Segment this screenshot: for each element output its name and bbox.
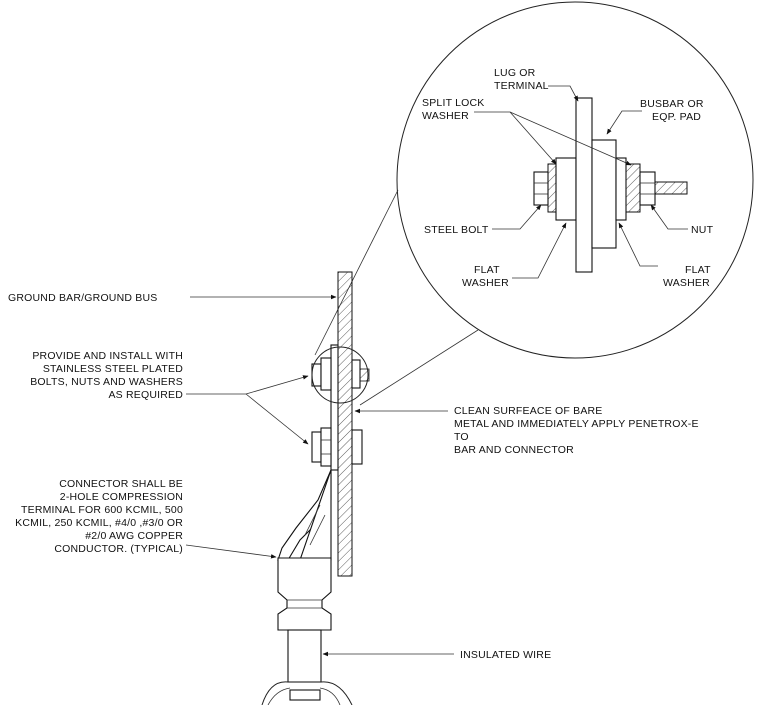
insulated-wire-shape: [287, 629, 322, 683]
lug-plate: [330, 344, 339, 471]
lower-nut-right: [351, 429, 363, 465]
label-clean-3: TO: [454, 431, 469, 443]
label-connector-4: KCMIL, 250 KCMIL, #4/0 ,#3/0 OR: [15, 517, 183, 529]
lug-terminal-shape: [575, 97, 593, 273]
busbar-shape: [591, 139, 617, 249]
split-lock-washer-left: [547, 163, 557, 213]
label-busbar-1: BUSBAR OR: [640, 98, 704, 110]
detail-label-group: LUG OR TERMINAL BUSBAR OR EQP. PAD SPLIT…: [422, 67, 714, 289]
label-flat-washer-right-2: WASHER: [663, 277, 710, 289]
label-clean-1: CLEAN SURFEACE OF BARE: [454, 405, 603, 417]
nut-shape: [639, 171, 656, 206]
label-flat-washer-right-1: FLAT: [685, 264, 711, 276]
label-provide-1: PROVIDE AND INSTALL WITH: [32, 350, 183, 362]
label-connector-2: 2-HOLE COMPRESSION: [60, 491, 183, 503]
detail-leaders: [474, 85, 688, 279]
flat-washer-left-shape: [555, 157, 577, 221]
label-split-lock-2: WASHER: [422, 110, 469, 122]
label-lug-2: TERMINAL: [494, 80, 549, 92]
label-flat-washer-left-1: FLAT: [474, 264, 500, 276]
ground-bar-shape: [337, 271, 353, 577]
lower-washer-left: [320, 427, 332, 467]
main-leaders: [185, 294, 454, 657]
connector-barrel: [277, 557, 332, 631]
label-clean-2: METAL AND IMMEDIATELY APPLY PENETROX-E: [454, 418, 699, 430]
label-provide-4: AS REQUIRED: [108, 389, 183, 401]
callout-line-upper: [314, 189, 399, 356]
upper-bolt-end: [359, 368, 370, 382]
label-connector-5: #2/0 AWG COPPER: [85, 530, 183, 542]
label-insulated-wire: INSULATED WIRE: [460, 649, 551, 661]
label-connector-6: CONDUCTOR. (TYPICAL): [54, 543, 183, 555]
label-steel-bolt: STEEL BOLT: [424, 224, 489, 236]
detail-circle: [396, 1, 754, 359]
label-connector-1: CONNECTOR SHALL BE: [59, 478, 183, 490]
detail-bubble: [314, 1, 754, 406]
upper-washer-left: [320, 357, 332, 391]
wire-bend: [261, 681, 353, 705]
label-connector-3: TERMINAL FOR 600 KCMIL, 500: [21, 504, 183, 516]
label-flat-washer-left-2: WASHER: [462, 277, 509, 289]
callout-line-lower: [359, 329, 479, 406]
lower-bolt-head: [311, 431, 322, 463]
label-clean-4: BAR AND CONNECTOR: [454, 444, 574, 456]
main-assembly: [261, 271, 370, 705]
connector-neck: [299, 469, 332, 561]
label-provide-2: STAINLESS STEEL PLATED: [43, 363, 183, 375]
split-lock-washer-right: [625, 163, 641, 213]
label-provide-3: BOLTS, NUTS AND WASHERS: [30, 376, 183, 388]
upper-washer-right: [351, 359, 361, 389]
bolt-head: [533, 171, 549, 206]
flat-washer-right-shape: [615, 157, 627, 221]
label-ground-bar: GROUND BAR/GROUND BUS: [8, 292, 157, 304]
detail-reference-circle: [311, 346, 369, 404]
bolt-thread: [654, 181, 688, 195]
detail-assembly: [533, 97, 688, 273]
label-nut: NUT: [691, 224, 714, 236]
label-lug-1: LUG OR: [494, 67, 536, 79]
label-split-lock-1: SPLIT LOCK: [422, 97, 485, 109]
main-label-group: GROUND BAR/GROUND BUS PROVIDE AND INSTAL…: [8, 292, 699, 661]
label-busbar-2: EQP. PAD: [652, 111, 701, 123]
